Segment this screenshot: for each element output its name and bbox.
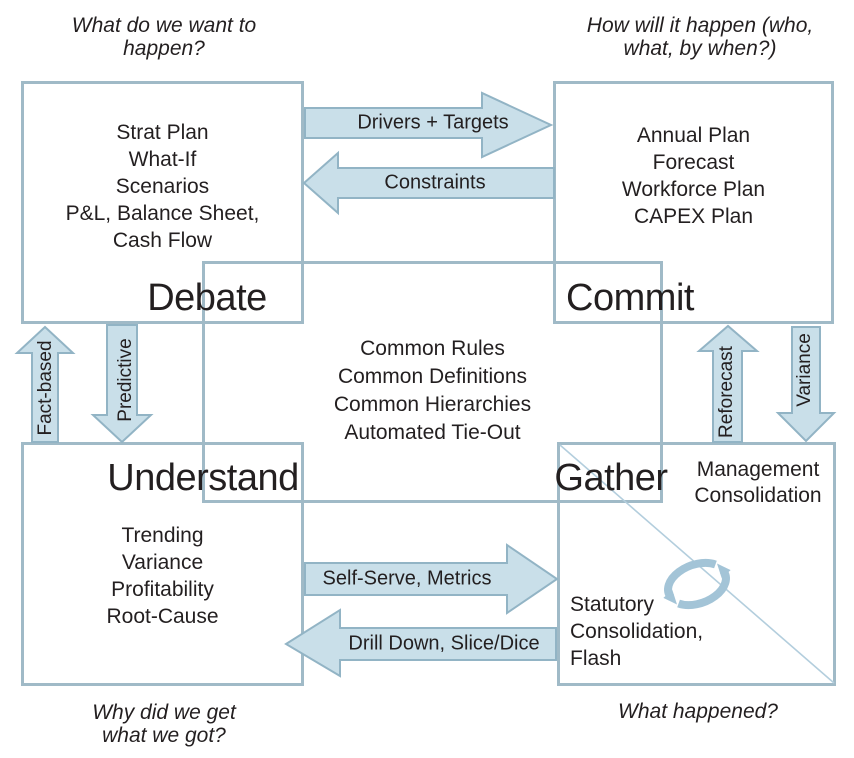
arrow-predictive (90, 324, 154, 444)
list-item: Strat Plan (116, 121, 209, 144)
commit-heading: Commit (566, 277, 694, 319)
list-item: Common Rules (360, 337, 505, 360)
question-line: What happened? (618, 700, 778, 723)
arrow-constraints (302, 150, 555, 216)
center-box-items: Common Rules Common Definitions Common H… (202, 335, 663, 447)
gather-heading: Gather (554, 457, 668, 499)
center-box (202, 261, 663, 503)
list-item: P&L, Balance Sheet, (65, 202, 260, 225)
list-item: Forecast (652, 151, 735, 174)
list-item: Flash (570, 647, 622, 670)
understand-box (21, 442, 304, 686)
list-item: Scenarios (115, 175, 210, 198)
list-item: Profitability (111, 578, 214, 601)
understand-heading: Understand (107, 457, 299, 499)
list-item: Workforce Plan (621, 178, 766, 201)
list-item: What-If (128, 148, 197, 171)
list-item: Consolidation (694, 484, 822, 507)
list-item: Annual Plan (636, 124, 751, 147)
predictive-label: Predictive (115, 338, 136, 422)
statutory-consolidation-label: Statutory Consolidation, Flash (570, 591, 703, 672)
fact-based-label: Fact-based (35, 340, 56, 436)
list-item: Common Definitions (337, 365, 528, 388)
debate-items: Strat Plan What-If Scenarios P&L, Balanc… (21, 119, 304, 254)
arrow-self-serve (304, 543, 559, 615)
list-item: Automated Tie-Out (344, 421, 521, 444)
arrow-fact-based (14, 325, 76, 443)
list-item: Root-Cause (106, 605, 219, 628)
list-item: Statutory (570, 593, 655, 616)
question-line: Why did we get (92, 701, 236, 724)
variance-label: Variance (794, 333, 815, 407)
question-line: What do we want to (71, 14, 257, 37)
debate-heading: Debate (147, 277, 267, 319)
management-consolidation-label: Management Consolidation (658, 457, 854, 509)
arrow-variance (775, 326, 837, 443)
commit-box (553, 81, 834, 324)
question-bottom-left: Why did we get what we got? (92, 701, 236, 747)
arrow-reforecast (696, 324, 760, 443)
list-item: Cash Flow (112, 229, 213, 252)
self-serve-label: Self-Serve, Metrics (322, 567, 492, 590)
question-line: what, by when?) (623, 37, 777, 60)
debate-box (21, 81, 304, 324)
understand-items: Trending Variance Profitability Root-Cau… (21, 522, 304, 630)
arrow-drill-down (284, 608, 557, 678)
list-item: Consolidation, (570, 620, 704, 643)
question-line: happen? (123, 37, 205, 60)
list-item: Variance (121, 551, 204, 574)
drivers-targets-label: Drivers + Targets (357, 111, 509, 134)
commit-items: Annual Plan Forecast Workforce Plan CAPE… (553, 122, 834, 230)
question-line: what we got? (102, 724, 226, 747)
arrow-drivers-targets (304, 91, 554, 159)
constraints-label: Constraints (384, 171, 486, 194)
gather-box (557, 442, 836, 686)
question-line: How will it happen (who, (586, 14, 814, 37)
list-item: CAPEX Plan (633, 205, 754, 228)
reforecast-label: Reforecast (716, 346, 737, 438)
list-item: Management (696, 458, 820, 481)
list-item: Trending (121, 524, 204, 547)
sync-icon (663, 558, 731, 610)
question-bottom-right: What happened? (618, 700, 778, 723)
question-top-left: What do we want to happen? (72, 14, 256, 60)
list-item: Common Hierarchies (333, 393, 532, 416)
drill-down-label: Drill Down, Slice/Dice (348, 632, 540, 655)
question-top-right: How will it happen (who, what, by when?) (587, 14, 813, 60)
